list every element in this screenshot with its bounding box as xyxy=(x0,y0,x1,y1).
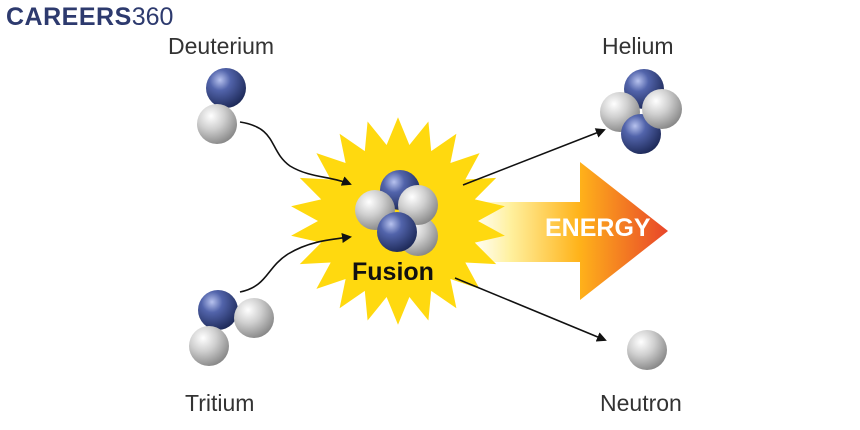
tritium-nucleus xyxy=(189,290,274,366)
tritium-label: Tritium xyxy=(185,390,255,416)
arrow-fusion-to-helium xyxy=(462,128,606,186)
neutron-sphere xyxy=(642,89,682,129)
proton-sphere xyxy=(377,212,417,252)
brand-name: CAREERS xyxy=(6,3,132,31)
fused-nucleus xyxy=(355,170,438,256)
brand-logo: CAREERS360 xyxy=(6,3,173,32)
helium-label: Helium xyxy=(602,33,674,59)
proton-sphere xyxy=(198,290,238,330)
neutron-sphere xyxy=(234,298,274,338)
energy-label: ENERGY xyxy=(545,214,651,242)
deuterium-label: Deuterium xyxy=(168,33,275,59)
neutron-sphere xyxy=(189,326,229,366)
arrow-fusion-to-neutron xyxy=(454,277,607,342)
proton-sphere xyxy=(206,68,246,108)
helium-nucleus xyxy=(600,69,682,154)
energy-arrow xyxy=(470,162,668,300)
deuterium-nucleus xyxy=(197,68,246,144)
neutron-sphere xyxy=(197,104,237,144)
released-neutron xyxy=(627,330,667,370)
arrow-deuterium-to-fusion xyxy=(239,121,352,186)
neutron-sphere xyxy=(398,185,438,225)
brand-number: 360 xyxy=(131,3,174,31)
fusion-label: Fusion xyxy=(352,258,434,286)
neutron-label: Neutron xyxy=(600,390,682,416)
arrow-tritium-to-fusion xyxy=(239,233,352,293)
